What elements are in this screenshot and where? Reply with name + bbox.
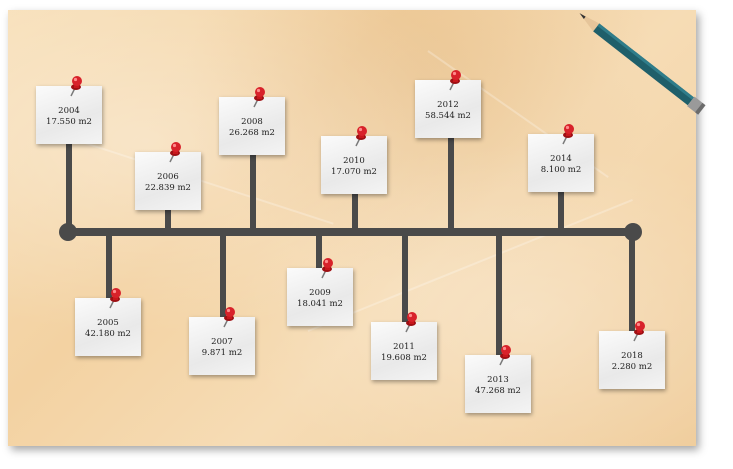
push-pin-icon	[109, 288, 121, 309]
milestone-area: 42.180 m2	[85, 329, 131, 339]
milestone-area: 2.280 m2	[611, 362, 653, 372]
push-pin-icon	[449, 70, 461, 91]
milestone-year: 2009	[309, 288, 331, 298]
push-pin-icon	[169, 142, 181, 163]
milestone-year: 2010	[343, 156, 365, 166]
milestone-year: 2013	[487, 375, 509, 385]
milestone-area: 17.070 m2	[331, 167, 377, 177]
milestone-area: 17.550 m2	[46, 117, 92, 127]
timeline-end-dot	[624, 223, 642, 241]
milestone-year: 2006	[157, 172, 179, 182]
milestone-year: 2005	[97, 318, 119, 328]
milestone-year: 2012	[437, 100, 459, 110]
push-pin-icon	[562, 124, 574, 145]
push-pin-icon	[321, 258, 333, 279]
milestone-year: 2004	[58, 106, 80, 116]
push-pin-icon	[253, 87, 265, 108]
push-pin-icon	[223, 307, 235, 328]
milestone-year: 2011	[393, 342, 415, 352]
push-pin-icon	[499, 345, 511, 366]
milestone-area: 19.608 m2	[381, 353, 427, 363]
milestone-area: 18.041 m2	[297, 299, 343, 309]
milestone-year: 2014	[550, 154, 572, 164]
milestone-area: 9.871 m2	[201, 348, 243, 358]
milestone-year: 2007	[211, 337, 233, 347]
milestone-area: 47.268 m2	[475, 386, 521, 396]
push-pin-icon	[633, 321, 645, 342]
pencil-icon	[579, 13, 706, 115]
milestone-area: 26.268 m2	[229, 128, 275, 138]
milestone-year: 2018	[621, 351, 643, 361]
timeline-start-dot	[59, 223, 77, 241]
push-pin-icon	[70, 76, 82, 97]
milestone-area: 8.100 m2	[540, 165, 582, 175]
push-pin-icon	[355, 126, 367, 147]
milestone-year: 2008	[241, 117, 263, 127]
milestone-area: 22.839 m2	[145, 183, 191, 193]
push-pin-icon	[405, 312, 417, 333]
milestone-area: 58.544 m2	[425, 111, 471, 121]
